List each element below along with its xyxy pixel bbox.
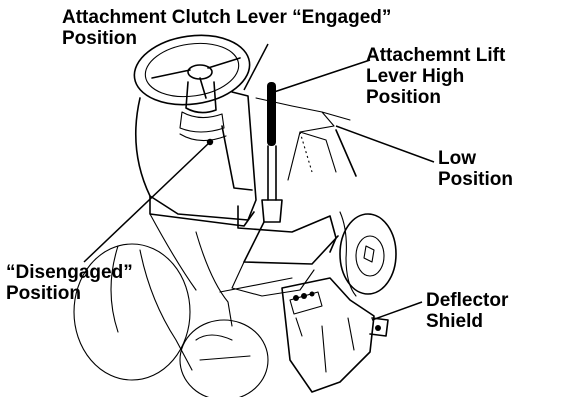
- label-lift-high-line1: Attachemnt Lift: [366, 45, 505, 66]
- label-clutch-engaged-line2: Position: [62, 28, 391, 49]
- label-low-line2: Position: [438, 169, 513, 190]
- label-low-line1: Low: [438, 148, 513, 169]
- label-disengaged-line1: “Disengaged”: [6, 262, 133, 283]
- label-deflector-line1: Deflector: [426, 290, 508, 311]
- label-deflector-shield: Deflector Shield: [426, 290, 508, 332]
- leader-lift-high: [274, 60, 370, 92]
- label-low: Low Position: [438, 148, 513, 190]
- leader-deflector: [372, 302, 422, 320]
- deflector-shield: [282, 278, 388, 392]
- label-lift-high-line2: Lever High: [366, 66, 505, 87]
- label-clutch-engaged: Attachment Clutch Lever “Engaged” Positi…: [62, 7, 391, 49]
- label-disengaged: “Disengaged” Position: [6, 262, 133, 304]
- right-wheel: [340, 212, 396, 296]
- tractor-body: [111, 206, 338, 370]
- label-clutch-engaged-line1: Attachment Clutch Lever “Engaged”: [62, 7, 391, 28]
- leader-clutch-engaged: [244, 44, 268, 90]
- disengaged-point: [207, 139, 213, 145]
- leader-low: [336, 126, 434, 162]
- label-disengaged-line2: Position: [6, 283, 133, 304]
- dash-panel: [136, 92, 356, 226]
- leader-disengaged: [84, 142, 210, 262]
- label-lift-high: Attachemnt Lift Lever High Position: [366, 45, 505, 108]
- label-deflector-line2: Shield: [426, 311, 508, 332]
- label-lift-high-line3: Position: [366, 87, 505, 108]
